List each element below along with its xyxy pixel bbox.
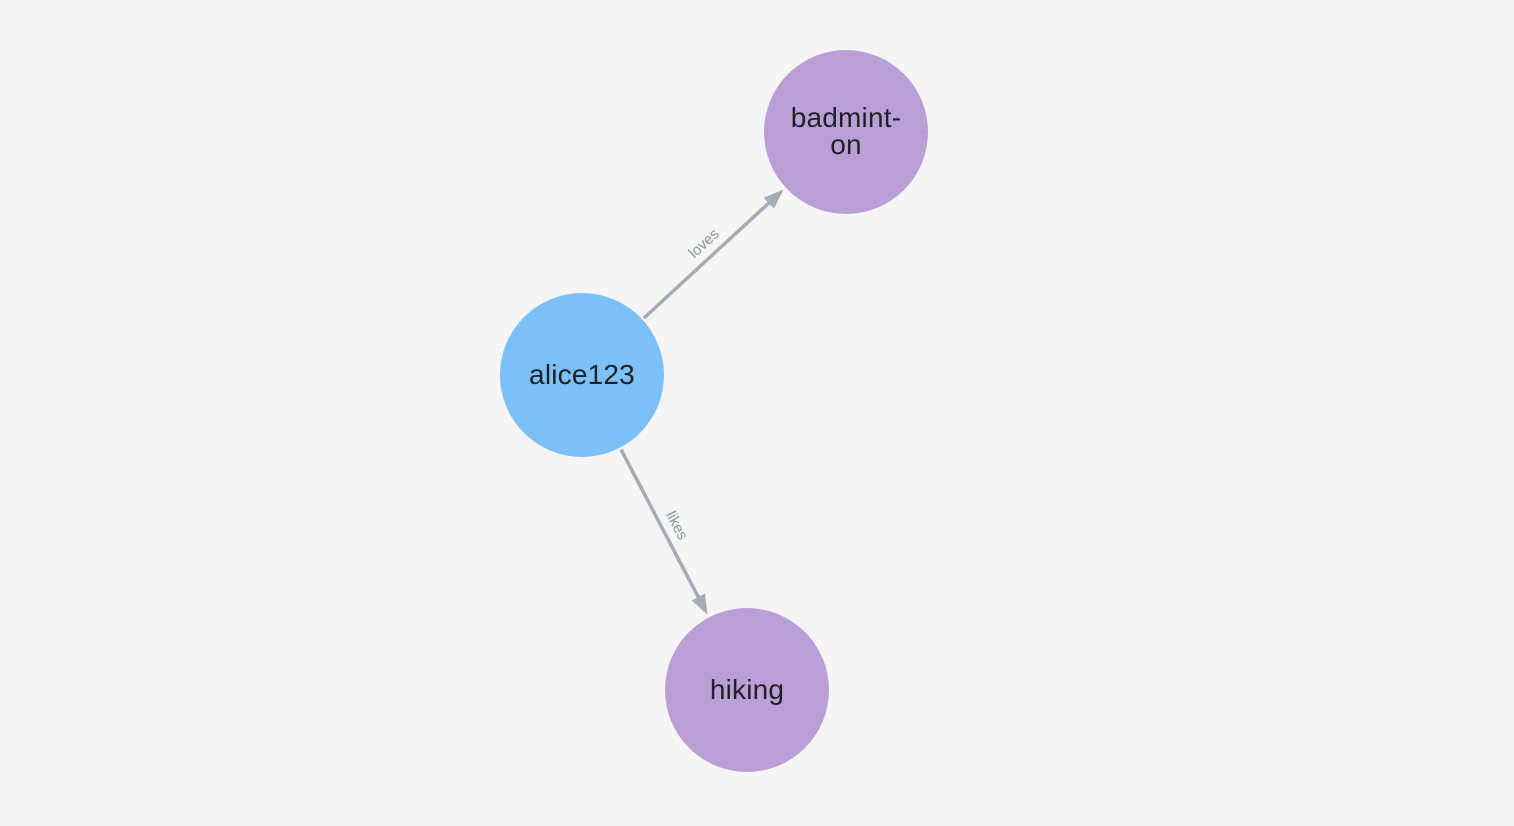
graph-node-hiking[interactable]: hiking [665, 608, 829, 772]
edge-alice123-hiking[interactable]: likes [619, 448, 708, 615]
node-label: alice123 [529, 358, 635, 390]
edge-alice123-badminton[interactable]: loves [642, 189, 784, 320]
edge-label: loves [686, 225, 723, 261]
node-label: hiking [709, 673, 785, 705]
edge-arrowhead-icon [691, 593, 708, 615]
graph-node-badminton[interactable]: badmint- on [764, 50, 928, 214]
edge-line[interactable] [642, 199, 773, 320]
node-label: badmint- on [790, 102, 902, 160]
graph-node-alice123[interactable]: alice123 [500, 293, 664, 457]
edge-line[interactable] [619, 448, 702, 602]
edge-arrowhead-icon [763, 189, 784, 209]
